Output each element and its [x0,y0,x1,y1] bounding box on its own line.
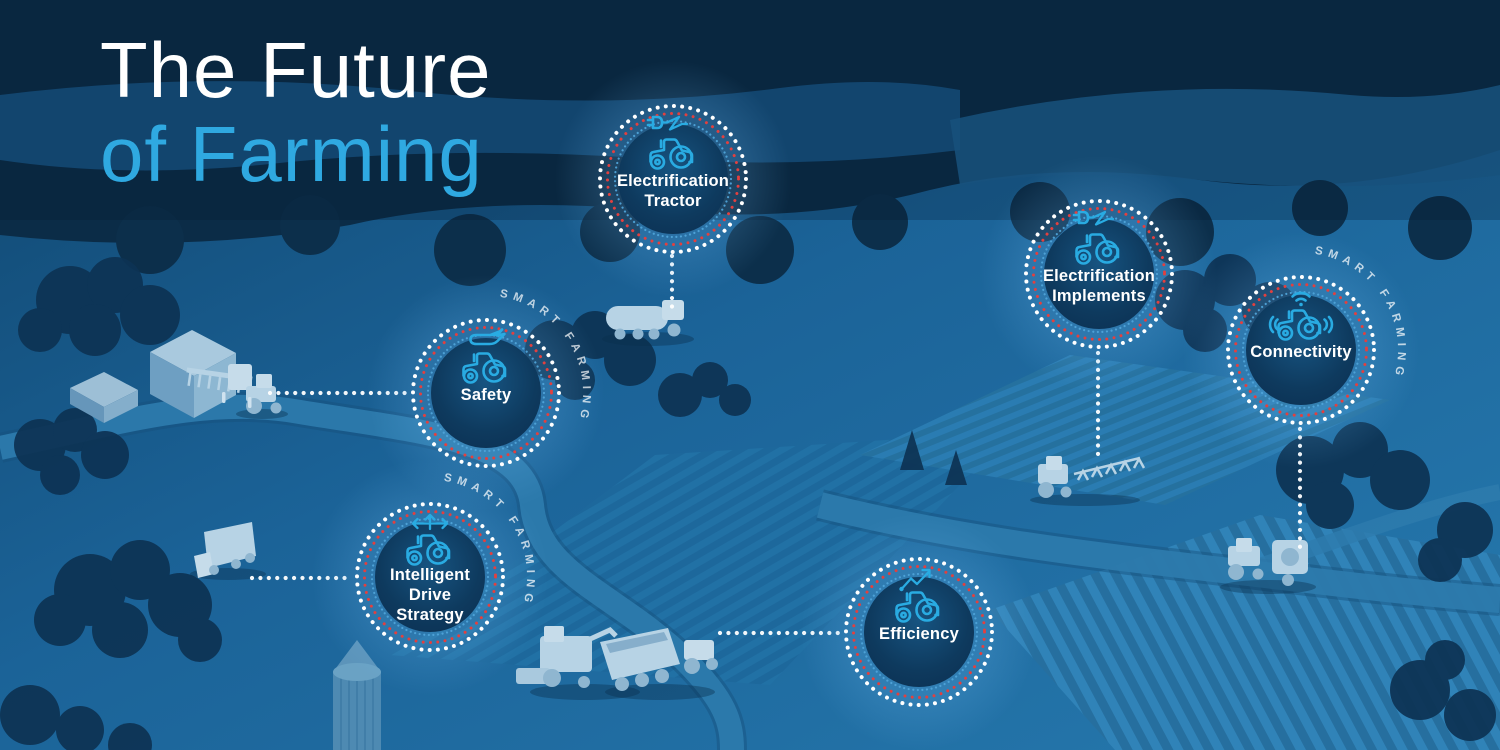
tractor-with-trailer [600,628,718,700]
hand-over-tractor-icon [462,328,507,384]
growth-arrow-tractor-icon [895,568,940,623]
connected-tractor-icon [1268,291,1334,341]
field-upper-right [860,355,1390,505]
forest-edge-trees [116,180,1472,286]
tractor-with-baler [1220,538,1316,594]
hub-label: Electrification Tractor [616,172,730,210]
electric-plug-tractor-icon [1072,210,1120,265]
person [248,397,252,408]
tractor-with-harrow [186,364,288,419]
tractor-with-seeder [1030,456,1146,506]
hub-connectivity[interactable]: SMART FARMING Connectivity [1178,227,1424,473]
person [222,392,226,403]
hub-safety[interactable]: SMART FARMING Safety [363,270,609,516]
field-bottom-right [990,515,1500,750]
tree-clusters [0,254,1496,750]
hub-efficiency[interactable]: Efficiency [796,509,1042,750]
hub-label: Safety [460,386,512,404]
electric-plug-tractor-icon [646,115,694,170]
box-truck [190,522,266,580]
silo [333,640,381,750]
guided-tractor-icon [406,513,451,566]
meadow [950,85,1500,187]
hub-label: Connectivity [1250,343,1352,361]
river [0,81,960,171]
forage-harvester [516,626,640,700]
vignette [0,0,1500,220]
hub-intelligent-drive-strategy[interactable]: SMART FARMING Intelligent Drive Strategy [307,454,553,700]
hub-label: Efficiency [879,625,959,643]
hub-label: Intelligent Drive Strategy [389,566,471,624]
hub-electrification-tractor[interactable]: Electrification Tractor [550,56,796,302]
hub-label: Electrification Implements [1042,267,1156,305]
hub-electrification-implements[interactable]: Electrification Implements [976,151,1222,397]
slurry-tanker [602,300,694,346]
field-center [390,432,1010,685]
farmstead [70,330,236,423]
